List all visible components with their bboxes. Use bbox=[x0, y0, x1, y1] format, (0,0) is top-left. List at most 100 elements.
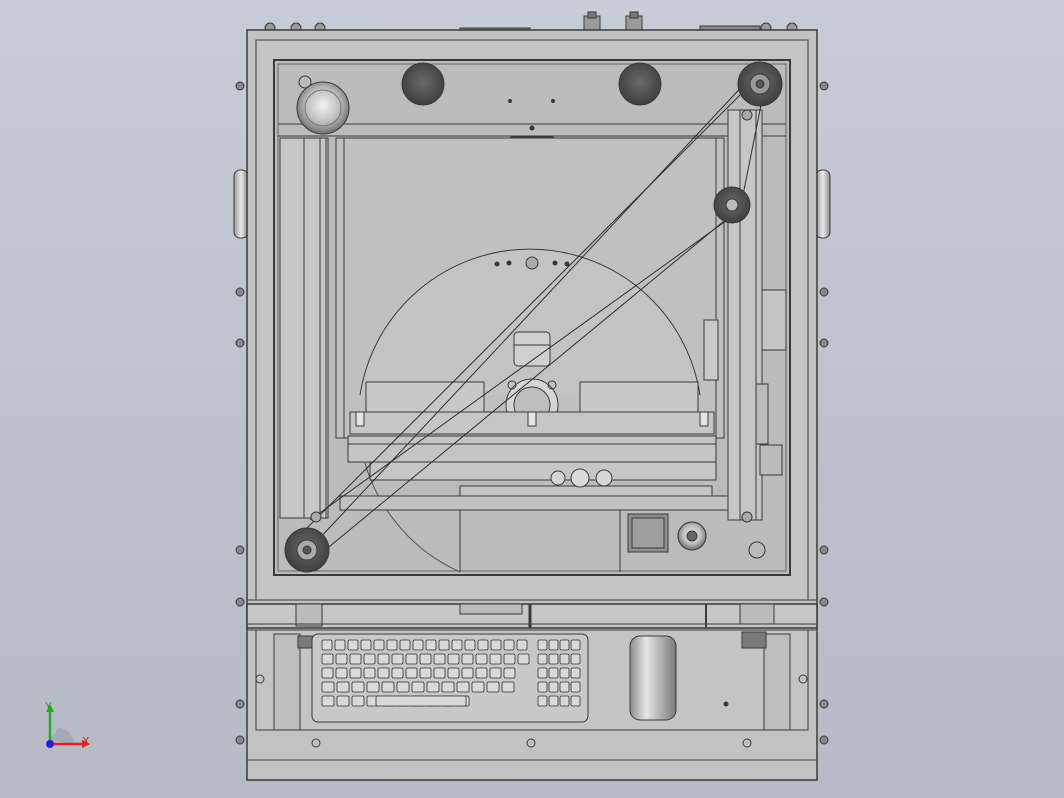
keyboard-key bbox=[381, 681, 395, 693]
keyboard-key bbox=[490, 639, 502, 651]
left-rail bbox=[279, 137, 329, 519]
keyboard-key bbox=[537, 667, 548, 679]
pulleys bbox=[284, 61, 783, 573]
keyboard-key bbox=[537, 639, 548, 651]
keyboard-key bbox=[425, 639, 437, 651]
keyboard-key bbox=[391, 653, 404, 665]
keyboard-keys bbox=[321, 639, 581, 707]
keyboard-key bbox=[336, 695, 350, 707]
keyboard-key bbox=[548, 667, 559, 679]
right-rail bbox=[703, 109, 787, 521]
keyboard-key bbox=[360, 639, 372, 651]
fan-right bbox=[618, 62, 662, 106]
keyboard-key bbox=[548, 681, 559, 693]
keyboard-key bbox=[475, 667, 488, 679]
keyboard-key bbox=[501, 681, 515, 693]
keyboard-key bbox=[373, 639, 385, 651]
keyboard-key bbox=[447, 667, 460, 679]
keyboard-key bbox=[559, 681, 570, 693]
keyboard-key bbox=[321, 667, 334, 679]
keyboard-key bbox=[503, 667, 516, 679]
keyboard-key bbox=[433, 653, 446, 665]
keyboard-key bbox=[366, 681, 380, 693]
x-axis-label: X bbox=[82, 735, 90, 748]
keyboard-key bbox=[412, 639, 424, 651]
keyboard-key bbox=[351, 681, 365, 693]
keyboard-key bbox=[461, 667, 474, 679]
keyboard-key bbox=[411, 681, 425, 693]
keyboard-key bbox=[334, 639, 346, 651]
y-axis-label: Y bbox=[45, 700, 52, 713]
keyboard-key bbox=[405, 667, 418, 679]
keyboard-key bbox=[451, 639, 463, 651]
keyboard-key bbox=[351, 695, 365, 707]
keyboard-key bbox=[347, 639, 359, 651]
keyboard-key bbox=[336, 681, 350, 693]
belt bbox=[299, 79, 763, 557]
keyboard-key bbox=[471, 681, 485, 693]
keyboard-key bbox=[447, 653, 460, 665]
keyboard-key bbox=[537, 681, 548, 693]
keyboard-key bbox=[363, 653, 376, 665]
keyboard-key bbox=[503, 639, 515, 651]
keyboard-key bbox=[548, 653, 559, 665]
keyboard-key bbox=[438, 639, 450, 651]
keyboard-key bbox=[321, 653, 334, 665]
keyboard-key bbox=[405, 653, 418, 665]
turntable bbox=[359, 248, 701, 396]
mouse bbox=[629, 635, 677, 721]
keyboard-key bbox=[419, 667, 432, 679]
keyboard-key bbox=[391, 667, 404, 679]
right-handle bbox=[815, 169, 831, 239]
keyboard-key bbox=[349, 667, 362, 679]
z-axis-dot bbox=[46, 740, 54, 748]
gantry bbox=[339, 435, 729, 511]
keyboard-key bbox=[441, 681, 455, 693]
keyboard-key bbox=[489, 653, 502, 665]
keyboard-key bbox=[548, 639, 559, 651]
keyboard-key bbox=[321, 681, 335, 693]
keyboard-key bbox=[570, 667, 581, 679]
keyboard-key bbox=[375, 695, 467, 707]
keyboard-key bbox=[475, 653, 488, 665]
keyboard-key bbox=[433, 667, 446, 679]
keyboard-key bbox=[464, 639, 476, 651]
keyboard-key bbox=[335, 653, 348, 665]
keyboard-key bbox=[559, 653, 570, 665]
keyboard-key bbox=[559, 667, 570, 679]
keyboard-key bbox=[548, 695, 559, 707]
left-handle bbox=[233, 169, 249, 239]
keyboard-key bbox=[477, 639, 489, 651]
keyboard-key bbox=[426, 681, 440, 693]
keyboard-key bbox=[363, 667, 376, 679]
keyboard-key bbox=[559, 639, 570, 651]
axis-triad bbox=[46, 704, 90, 748]
keyboard-key bbox=[489, 667, 502, 679]
keyboard-key bbox=[456, 681, 470, 693]
keyboard-key bbox=[570, 681, 581, 693]
keyboard-key bbox=[321, 639, 333, 651]
keyboard-key bbox=[537, 695, 548, 707]
keyboard-key bbox=[396, 681, 410, 693]
keyboard-key bbox=[537, 653, 548, 665]
keyboard-key bbox=[570, 639, 581, 651]
keyboard-key bbox=[419, 653, 432, 665]
keyboard-key bbox=[486, 681, 500, 693]
keyboard-key bbox=[386, 639, 398, 651]
keyboard-key bbox=[517, 653, 530, 665]
fan-left bbox=[401, 62, 445, 106]
keyboard-key bbox=[503, 653, 516, 665]
keyboard-key bbox=[335, 667, 348, 679]
keyboard-key bbox=[559, 695, 570, 707]
keyboard-key bbox=[570, 695, 581, 707]
keyboard-key bbox=[377, 667, 390, 679]
keyboard-key bbox=[399, 639, 411, 651]
keyboard-key bbox=[349, 653, 362, 665]
bezel-strip bbox=[246, 603, 818, 631]
keyboard-key bbox=[570, 653, 581, 665]
keyboard-key bbox=[461, 653, 474, 665]
keyboard-key bbox=[377, 653, 390, 665]
keyboard-key bbox=[321, 695, 335, 707]
